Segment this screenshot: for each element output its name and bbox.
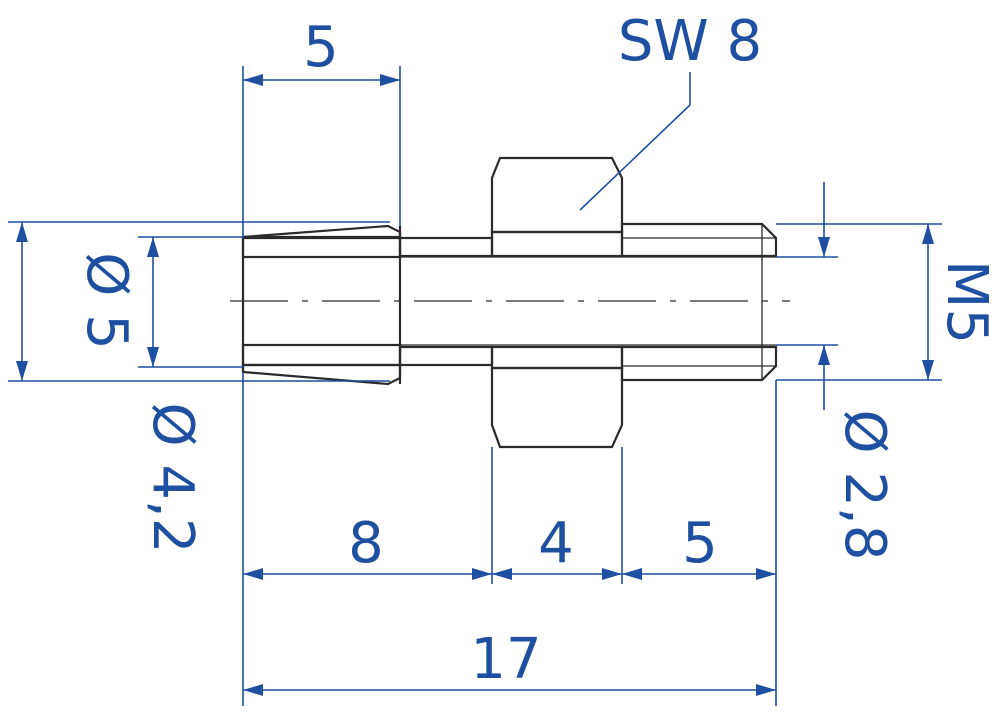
- outer-diameter-label: Ø 5: [74, 252, 139, 350]
- part-body: [230, 156, 790, 449]
- hex-inner-upper: [490, 230, 624, 258]
- wrench-size-label: SW 8: [618, 9, 762, 74]
- dimension-labels: 5 SW 8 Ø 5 Ø 4,2 M5 Ø 2,8 8 4 5 17: [74, 9, 999, 692]
- cone-length-label: 5: [303, 15, 339, 80]
- thread-lower-wall: [620, 345, 778, 382]
- bore-diameter-label: Ø 2,8: [832, 410, 897, 561]
- hex-inner-lower: [490, 345, 624, 370]
- hex-nut-upper-section: [490, 156, 624, 234]
- neck-upper-wall: [398, 236, 494, 258]
- cone-upper-wall: [241, 235, 402, 259]
- hex-nut-lower-section: [490, 366, 624, 449]
- cone-lower-wall: [241, 343, 402, 367]
- length-thread-label: 5: [682, 511, 718, 576]
- total-length-label: 17: [470, 627, 541, 692]
- thread-label: M5: [934, 260, 999, 344]
- length-left-label: 8: [348, 511, 384, 576]
- length-hex-label: 4: [538, 511, 574, 576]
- neck-lower-wall: [398, 345, 494, 367]
- thread-upper-wall: [620, 222, 778, 258]
- inner-diameter-label: Ø 4,2: [140, 403, 205, 554]
- dimension-lines: [8, 66, 942, 706]
